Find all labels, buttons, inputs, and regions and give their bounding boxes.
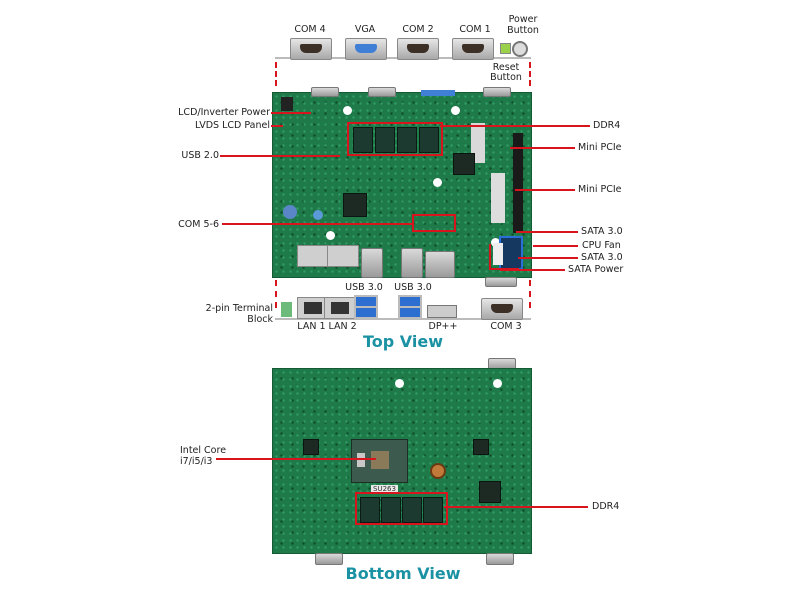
sata-power-highlight-box	[489, 244, 519, 270]
label-terminal-block-1: 2-pin Terminal	[205, 303, 273, 314]
ddr4-highlight-box	[347, 122, 443, 156]
lan1-connector	[297, 297, 329, 319]
label-sata30-1: SATA 3.0	[581, 226, 623, 237]
label-mini-pcie-2: Mini PCIe	[578, 184, 622, 195]
power-button-icon	[512, 41, 528, 57]
usb30-port	[398, 306, 422, 319]
reset-button-icon	[500, 43, 511, 54]
lan2-connector	[324, 297, 356, 319]
label-mini-pcie-1: Mini PCIe	[578, 142, 622, 153]
label-vga: VGA	[354, 24, 376, 35]
com56-highlight-box	[412, 214, 456, 232]
top-board	[272, 87, 532, 287]
callout-line	[216, 458, 376, 460]
com1-connector	[452, 38, 494, 60]
callout-line	[271, 112, 311, 114]
label-sata-power: SATA Power	[568, 264, 624, 275]
label-cpu-fan: CPU Fan	[582, 240, 621, 251]
bottom-board	[272, 368, 532, 554]
callout-line	[222, 223, 413, 225]
label-power-button-2: Button	[507, 25, 539, 36]
label-dp: DP++	[428, 321, 458, 332]
callout-line	[533, 245, 578, 247]
callout-line	[220, 155, 340, 157]
label-reset-button-1: Reset	[492, 62, 520, 73]
callout-line	[500, 269, 565, 271]
terminal-block-connector	[281, 302, 292, 317]
label-usb20: USB 2.0	[181, 150, 219, 161]
connector-edge	[486, 553, 514, 565]
guide-dash	[529, 62, 531, 86]
label-terminal-block-2: Block	[247, 314, 273, 325]
com3-connector	[481, 298, 523, 320]
front-io-strip	[275, 318, 531, 320]
label-com1: COM 1	[459, 24, 491, 35]
label-usb30-1: USB 3.0	[345, 282, 383, 293]
vga-connector	[345, 38, 387, 60]
label-lcd-inverter-power: LCD/Inverter Power	[178, 107, 270, 118]
callout-line	[518, 257, 578, 259]
label-lvds-lcd-panel: LVDS LCD Panel	[194, 120, 270, 131]
callout-line	[444, 506, 588, 508]
guide-dash	[275, 280, 277, 308]
label-cpu-2: i7/i5/i3	[180, 456, 213, 467]
callout-line	[510, 147, 575, 149]
com2-connector	[397, 38, 439, 60]
ddr4-bottom-highlight-box	[355, 492, 448, 525]
label-ddr4-bottom: DDR4	[592, 501, 620, 512]
label-com56: COM 5-6	[178, 219, 219, 230]
label-reset-button-2: Button	[490, 72, 522, 83]
guide-dash	[529, 280, 531, 308]
top-view-title: Top View	[362, 332, 444, 351]
guide-dash	[275, 62, 277, 86]
dp-connector	[427, 305, 457, 318]
label-com3: COM 3	[490, 321, 522, 332]
label-com4: COM 4	[294, 24, 326, 35]
callout-line	[271, 125, 283, 127]
usb30-port	[354, 306, 378, 319]
label-lan: LAN 1 LAN 2	[297, 321, 357, 332]
label-ddr4-top: DDR4	[593, 120, 621, 131]
callout-line	[515, 189, 575, 191]
label-com2: COM 2	[402, 24, 434, 35]
com4-connector	[290, 38, 332, 60]
silk-label: SU263	[371, 485, 398, 493]
label-cpu-1: Intel Core	[180, 445, 227, 456]
callout-line	[516, 231, 578, 233]
label-sata30-2: SATA 3.0	[581, 252, 623, 263]
callout-line	[440, 125, 590, 127]
bottom-view-title: Bottom View	[345, 564, 461, 583]
label-usb30-2: USB 3.0	[394, 282, 432, 293]
label-power-button-1: Power	[508, 14, 538, 25]
connector-edge	[315, 553, 343, 565]
